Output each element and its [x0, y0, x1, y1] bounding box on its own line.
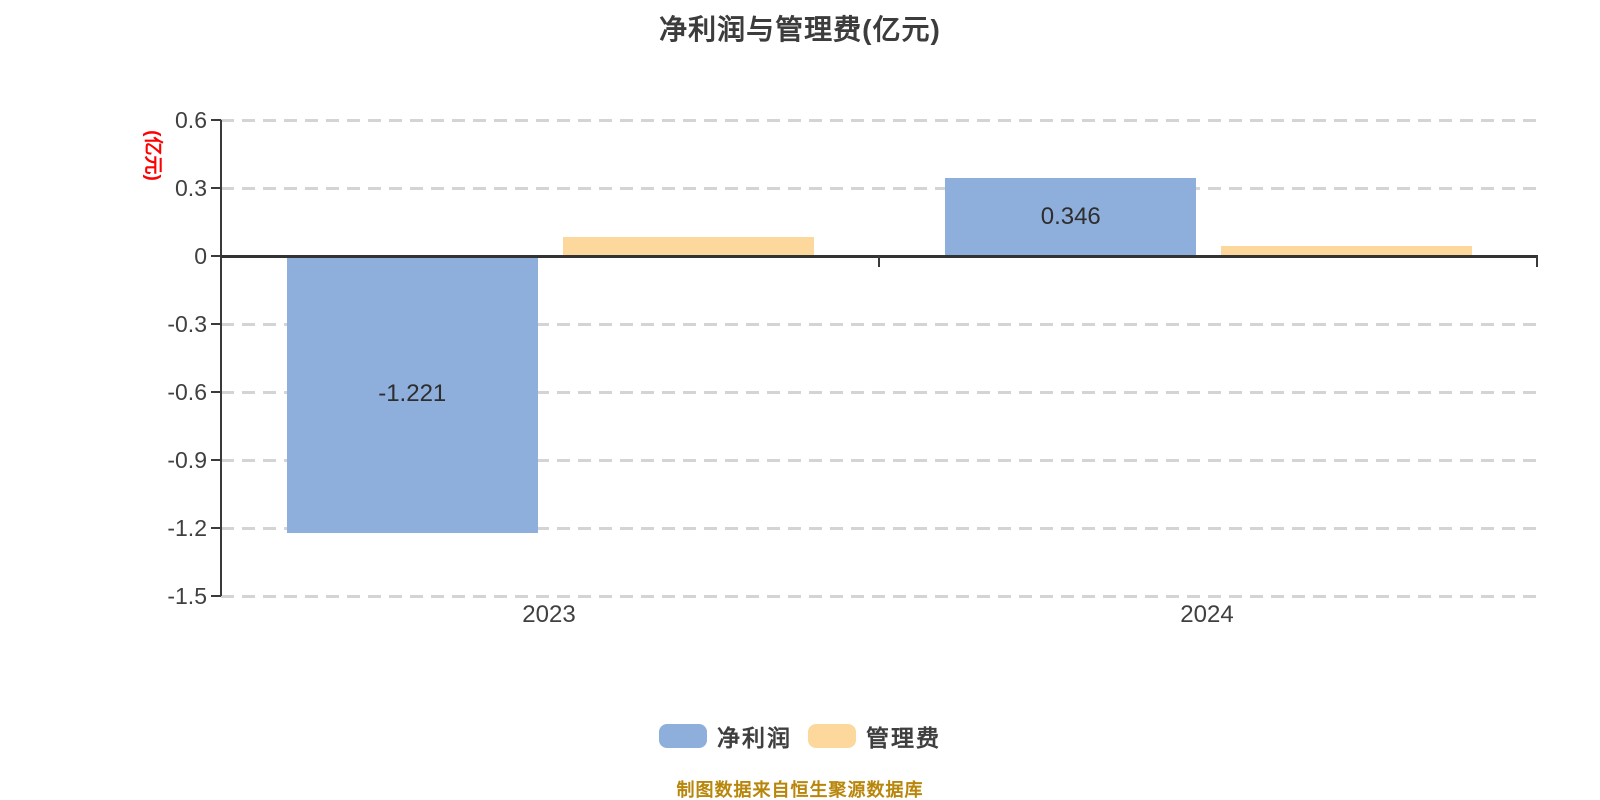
bar-net-profit-2024[interactable] [945, 177, 1197, 256]
y-axis-tick [211, 186, 221, 189]
gridline--0.9 [221, 459, 1538, 462]
y-axis-tick [211, 391, 221, 393]
chart-title: 净利润与管理费(亿元) [659, 14, 941, 45]
legend-swatch-management-fee [808, 724, 856, 748]
gridline--0.6 [221, 391, 1538, 394]
y-axis-tick [211, 255, 221, 257]
x-axis-label-2023: 2023 [522, 601, 576, 628]
y-tick-label--1.2: -1.2 [167, 515, 207, 541]
bar-management-fee-2023[interactable] [562, 236, 814, 256]
gridline-0.6 [221, 119, 1538, 122]
legend-label-net-profit: 净利润 [717, 725, 792, 751]
bar-net-profit-2023[interactable] [286, 256, 538, 533]
bar-value-label: 0.346 [1040, 202, 1101, 230]
y-tick-label-0.6: 0.6 [175, 107, 207, 133]
legend-item-management-fee[interactable]: 管理费 [808, 719, 941, 753]
x-axis-tick-mid [878, 256, 880, 267]
x-axis-label-2024: 2024 [1180, 601, 1234, 628]
y-axis-tick [211, 595, 221, 597]
y-axis-line [220, 120, 222, 596]
y-tick-label-0: 0 [194, 243, 207, 269]
y-tick-label--0.9: -0.9 [167, 447, 207, 473]
legend-swatch-net-profit [659, 724, 707, 748]
y-axis-tick [211, 119, 221, 121]
bar-value-label: -1.221 [378, 380, 447, 408]
gridline--1.2 [221, 527, 1538, 530]
y-axis-unit-text: (亿元) [141, 129, 163, 181]
y-tick-label--0.3: -0.3 [167, 311, 207, 337]
y-axis-tick [211, 323, 221, 325]
x-axis-tick-end [1536, 256, 1538, 267]
y-axis-tick [211, 527, 221, 529]
legend-item-net-profit[interactable]: 净利润 [659, 719, 792, 753]
gridline--0.3 [221, 323, 1538, 326]
legend: 净利润 管理费 [0, 719, 1600, 753]
legend-label-management-fee: 管理费 [866, 725, 941, 751]
y-tick-label--1.5: -1.5 [167, 583, 207, 609]
bar-management-fee-2024[interactable] [1221, 246, 1473, 256]
gridline-0.3 [221, 186, 1538, 190]
y-axis-tick [211, 459, 221, 461]
y-tick-label-0.3: 0.3 [175, 174, 207, 201]
data-source-note: 制图数据来自恒生聚源数据库 [676, 780, 924, 800]
y-tick-label--0.6: -0.6 [167, 379, 207, 405]
gridline--1.5 [221, 595, 1538, 598]
plot-area: 0.6 0.3 0 -0.3 -0.6 -0.9 -1.2 -1.5 -1.221 0.346 [167, 107, 1538, 609]
